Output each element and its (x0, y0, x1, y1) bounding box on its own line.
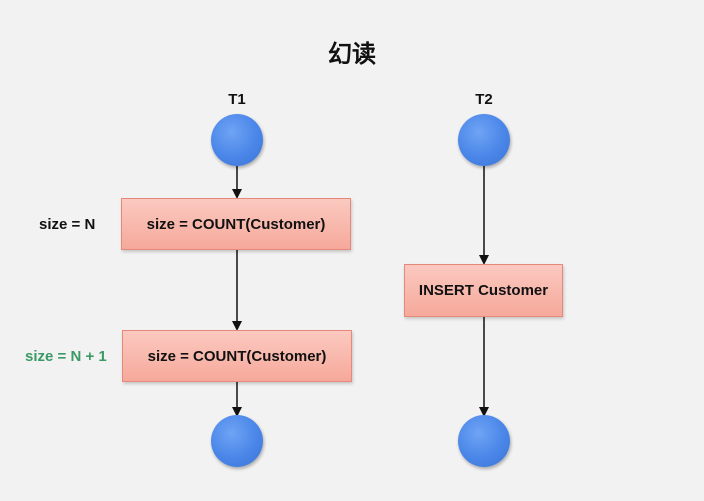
t1-op-count-1: size = COUNT(Customer) (121, 198, 351, 250)
t2-end-node (458, 415, 510, 467)
t1-op-count-2-label: size = COUNT(Customer) (147, 347, 327, 365)
t1-end-node (211, 415, 263, 467)
t2-op-insert: INSERT Customer (404, 264, 563, 317)
t1-op-count-1-label: size = COUNT(Customer) (146, 215, 326, 233)
diagram-title: 幻读 (328, 40, 376, 68)
t2-op-insert-label: INSERT Customer (418, 282, 549, 299)
t1-start-node (211, 114, 263, 166)
t2-start-node (458, 114, 510, 166)
t1-note-size-n: size = N (39, 216, 96, 233)
t2-label: T2 (475, 91, 493, 108)
t1-note-size-n-plus-1: size = N + 1 (25, 348, 107, 365)
t1-op-count-2: size = COUNT(Customer) (122, 330, 352, 382)
t1-label: T1 (228, 91, 246, 108)
